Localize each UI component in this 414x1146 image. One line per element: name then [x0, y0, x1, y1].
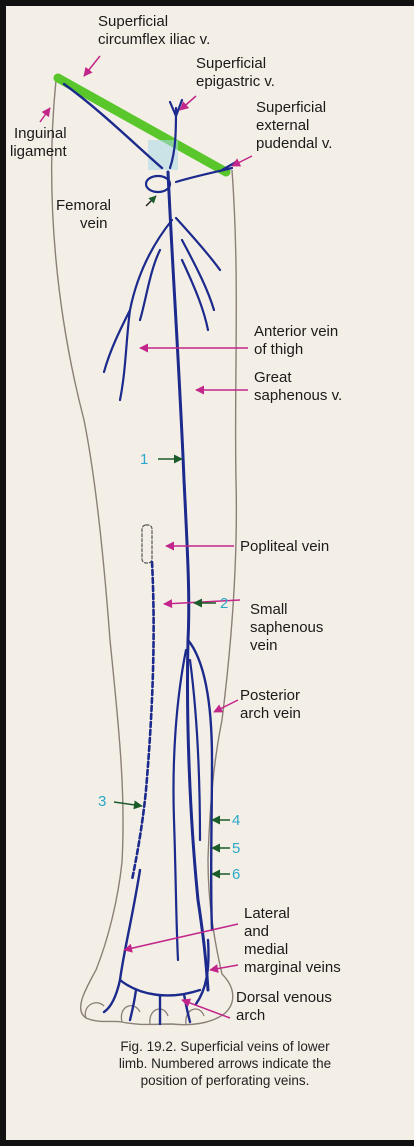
label-dorsal-arch-2: arch	[236, 1007, 265, 1024]
medial-thigh-branches	[176, 218, 220, 330]
label-anterior-thigh-1: Anterior vein	[254, 323, 338, 340]
pointer-medial-marginal	[210, 965, 238, 970]
label-great-saphenous-1: Great	[254, 369, 292, 386]
perforator-arrow-3	[114, 802, 142, 806]
pointer-epigastric	[180, 96, 196, 110]
label-posterior-arch-2: arch vein	[240, 705, 301, 722]
lateral-marginal-vein	[104, 870, 140, 1012]
label-popliteal: Popliteal vein	[240, 538, 329, 555]
small-saphenous-vein	[132, 562, 154, 880]
label-pudendal-2: external	[256, 117, 309, 134]
label-epigastric-2: epigastric v.	[196, 73, 275, 90]
label-marginal-3: medial	[244, 941, 288, 958]
perforator-number-5: 5	[232, 840, 240, 857]
popliteal-vein	[142, 525, 152, 563]
pointer-inguinal	[40, 108, 50, 122]
pointer-posterior-arch	[214, 700, 238, 712]
label-marginal-4: marginal veins	[244, 959, 341, 976]
label-dorsal-arch-1: Dorsal venous	[236, 989, 332, 1006]
pointer-pudendal	[232, 156, 252, 166]
label-circumflex-iliac-2: circumflex iliac v.	[98, 31, 210, 48]
label-marginal-2: and	[244, 923, 269, 940]
label-pudendal-3: pudendal v.	[256, 135, 332, 152]
medial-marginal-vein	[196, 940, 209, 1004]
great-saphenous-vein	[168, 172, 208, 990]
perforator-numbers: 1 2 3 4 5 6	[98, 451, 240, 883]
label-pudendal-1: Superficial	[256, 99, 326, 116]
label-circumflex-iliac-1: Superficial	[98, 13, 168, 30]
caption-line-1: Fig. 19.2. Superficial veins of lower	[40, 1038, 410, 1055]
pointer-circumflex	[84, 56, 100, 76]
caption-line-3: position of perforating veins.	[40, 1072, 410, 1089]
figure-caption: Fig. 19.2. Superficial veins of lower li…	[40, 1038, 410, 1089]
inguinal-ligament	[58, 78, 226, 172]
perforator-number-1: 1	[140, 451, 148, 468]
femoral-pointer	[146, 196, 156, 206]
label-inguinal-1: Inguinal	[14, 125, 67, 142]
perforator-number-2: 2	[220, 595, 228, 612]
label-small-saphenous-2: saphenous	[250, 619, 323, 636]
caption-line-2: limb. Numbered arrows indicate the	[40, 1055, 410, 1072]
label-marginal-1: Lateral	[244, 905, 290, 922]
label-anterior-thigh-2: of thigh	[254, 341, 303, 358]
perforator-number-3: 3	[98, 793, 106, 810]
perforator-number-6: 6	[232, 866, 240, 883]
label-femoral-1: Femoral	[56, 197, 111, 214]
pointer-lateral-marginal	[124, 924, 238, 950]
label-inguinal-2: ligament	[10, 143, 68, 160]
label-great-saphenous-2: saphenous v.	[254, 387, 342, 404]
label-femoral-2: vein	[80, 215, 108, 232]
anterior-vein-of-thigh	[104, 220, 172, 400]
label-posterior-arch-1: Posterior	[240, 687, 300, 704]
femoral-vein-ring	[146, 176, 170, 192]
label-small-saphenous-3: vein	[250, 637, 278, 654]
leg-branch-a	[174, 650, 187, 960]
perforator-number-4: 4	[232, 812, 240, 829]
label-epigastric-1: Superficial	[196, 55, 266, 72]
label-small-saphenous-1: Small	[250, 601, 288, 618]
